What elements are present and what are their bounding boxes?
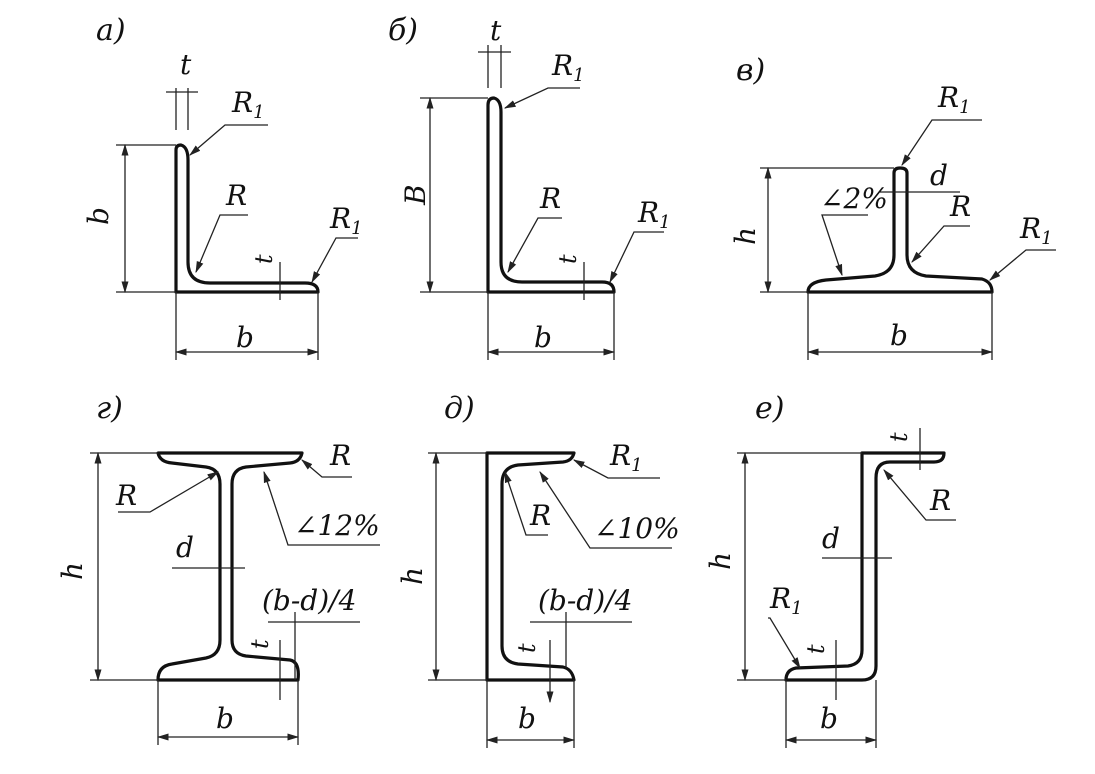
dim-b-vertical: b	[82, 207, 115, 225]
label-r1: R1	[609, 439, 643, 476]
angle-section-outline	[486, 96, 616, 294]
label-r-fillet: R	[949, 190, 971, 223]
dim-b-horizontal: b	[236, 321, 254, 354]
label-r1-top: R1	[231, 86, 265, 123]
figure-f-letter: е)	[755, 391, 784, 426]
dim-b-horizontal: b	[216, 702, 234, 735]
label-r-fillet: R	[539, 182, 561, 215]
dim-B-vertical: B	[399, 184, 432, 206]
label-r1: R1	[769, 582, 803, 619]
label-r-fillet: R	[929, 484, 951, 517]
dim-b-horizontal: b	[534, 321, 552, 354]
dim-t-bottom: t	[802, 644, 830, 654]
dim-t: t	[513, 643, 541, 653]
dim-b-horizontal: b	[890, 319, 908, 352]
label-r-flange: R	[329, 439, 351, 472]
dim-t-flange: t	[554, 254, 582, 264]
figure-d-i-beam: г) h b R R ∠12% d (b-d)/4 t	[56, 391, 380, 745]
label-r1-top: R1	[551, 49, 585, 86]
label-r1-top: R1	[937, 81, 971, 118]
dim-quarter: (b-d)/4	[262, 584, 356, 617]
label-r1-flange: R1	[637, 196, 671, 233]
figure-a-equal-angle: a) b b t R1 R t R1	[82, 13, 363, 360]
label-r-fillet: R	[529, 499, 551, 532]
dim-h-vertical: h	[729, 227, 762, 245]
z-section-outline	[784, 451, 946, 682]
figure-e-letter: д)	[444, 391, 475, 426]
dim-d: d	[930, 159, 948, 192]
tee-section-outline	[806, 166, 994, 294]
figure-a-letter: a)	[96, 13, 126, 48]
dim-h-vertical: h	[56, 562, 89, 580]
channel-section-outline	[485, 451, 576, 682]
dim-d: d	[822, 522, 840, 555]
figure-b-unequal-angle: б) B b t R1 R t R1	[388, 13, 671, 360]
dim-d: d	[176, 531, 194, 564]
dim-quarter: (b-d)/4	[538, 584, 632, 617]
dim-t-top: t	[490, 14, 502, 47]
figure-f-z-section: е) h b t R d R1 t	[704, 391, 956, 748]
figure-b-letter: б)	[388, 13, 418, 48]
dim-t: t	[246, 639, 274, 649]
label-r-fillet: R	[115, 479, 137, 512]
figure-e-channel: д) h b R1 R ∠10% (b-d)/4 t	[396, 391, 680, 748]
label-r-fillet: R	[225, 179, 247, 212]
label-r1-flange: R1	[329, 202, 363, 239]
dim-h-vertical: h	[396, 567, 429, 585]
dim-h-vertical: h	[704, 552, 737, 570]
label-slope-12pct: ∠12%	[294, 509, 380, 542]
label-slope-2pct: ∠2%	[820, 182, 888, 215]
dim-t-top: t	[885, 432, 913, 442]
dim-t-flange: t	[250, 254, 278, 264]
figure-c-letter: в)	[736, 53, 765, 88]
dim-b-horizontal: b	[518, 702, 536, 735]
dim-t-top: t	[180, 48, 192, 81]
angle-section-outline	[174, 143, 320, 294]
label-r1-flange: R1	[1019, 212, 1053, 249]
figure-d-letter: г)	[96, 391, 123, 426]
dim-b-horizontal: b	[820, 702, 838, 735]
label-slope-10pct: ∠10%	[594, 512, 680, 545]
figure-c-tee-section: в) h b R1 d ∠2% R R1	[729, 53, 1056, 360]
